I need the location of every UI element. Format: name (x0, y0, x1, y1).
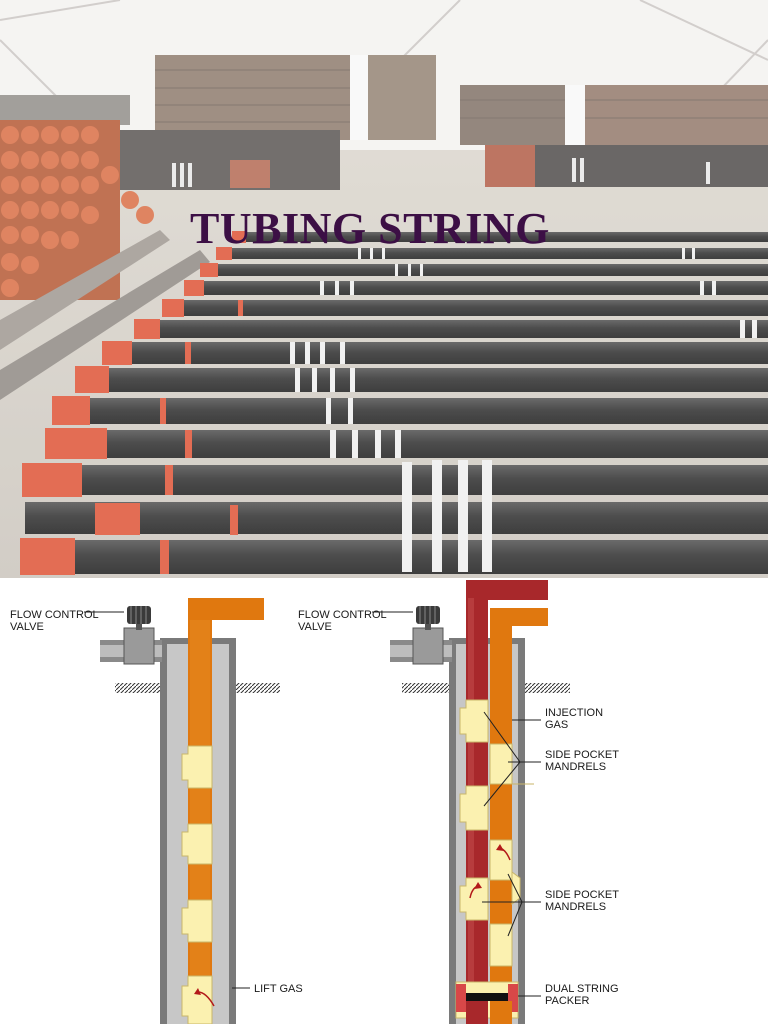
gas-lift-valves-left (181, 745, 213, 1025)
left-pipe-stack (0, 120, 210, 400)
page-title: TUBING STRING (190, 204, 550, 253)
ground-surface-right (235, 683, 280, 693)
short-string (490, 608, 512, 1024)
ground-surface-left-2 (402, 683, 452, 693)
ground-surface-right-2 (525, 683, 570, 693)
valve-handwheel-right[interactable] (416, 606, 440, 624)
background-pipe-stacks (0, 55, 768, 190)
left-well (100, 598, 280, 1025)
dual-string-packer (455, 981, 519, 1024)
roof-trusses (0, 0, 768, 101)
ground-surface-left (115, 683, 165, 693)
valve-handwheel-left[interactable] (127, 606, 151, 624)
right-well (390, 580, 570, 1024)
photo-overlay (0, 0, 768, 578)
label-lift-gas: LIFT GAS (254, 983, 303, 995)
side-pocket-mandrels (459, 699, 534, 967)
valve-body-right (412, 627, 444, 665)
tubing-yard-illustration (0, 0, 768, 578)
foreground-tubing-rows (20, 231, 768, 575)
tubing-yard-photo (0, 0, 768, 578)
valve-body-left (123, 627, 155, 665)
